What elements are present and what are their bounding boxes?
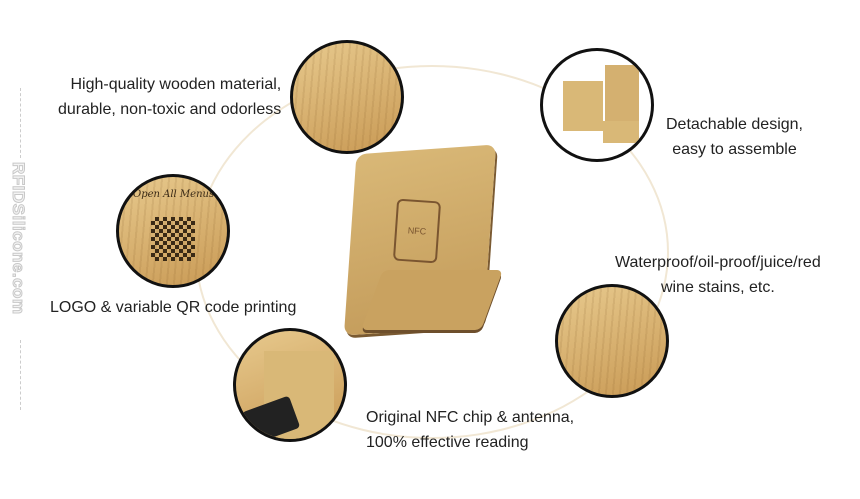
caption-line: Original NFC chip & antenna,	[366, 409, 575, 426]
feature-detachable: Detachable design, easy to assemble	[666, 112, 803, 162]
qr-code-image: Open All Menus	[116, 174, 230, 288]
nfc-icon: NFC	[392, 198, 442, 264]
feature-waterproof: Waterproof/oil-proof/juice/red wine stain…	[615, 250, 821, 300]
feature-nfc-chip: Original NFC chip & antenna, 100% effecti…	[366, 405, 574, 455]
caption-line: Detachable design,	[666, 116, 803, 133]
caption-line: wine stains, etc.	[660, 279, 775, 296]
caption-line: High-quality wooden material,	[70, 76, 282, 93]
nfc-stand-base	[361, 270, 503, 330]
caption-line: easy to assemble	[672, 141, 797, 158]
divider-bottom	[20, 340, 21, 410]
caption-line: LOGO & variable QR code printing	[50, 299, 297, 316]
nfc-label: NFC	[407, 225, 427, 237]
caption-line: Waterproof/oil-proof/juice/red	[615, 254, 821, 271]
watermark: RFIDSilicone.com	[9, 162, 29, 316]
feature-wood: High-quality wooden material, durable, no…	[58, 72, 281, 122]
feature-qr: LOGO & variable QR code printing	[50, 295, 296, 320]
qr-code	[151, 217, 195, 261]
waterproof-image	[555, 284, 669, 398]
qr-circle-text: Open All Menus	[133, 189, 215, 200]
divider-top	[20, 88, 21, 158]
detachable-parts-image	[540, 48, 654, 162]
nfc-chip-image	[233, 328, 347, 442]
wood-material-image	[290, 40, 404, 154]
caption-line: 100% effective reading	[366, 434, 529, 451]
caption-line: durable, non-toxic and odorless	[58, 101, 282, 118]
